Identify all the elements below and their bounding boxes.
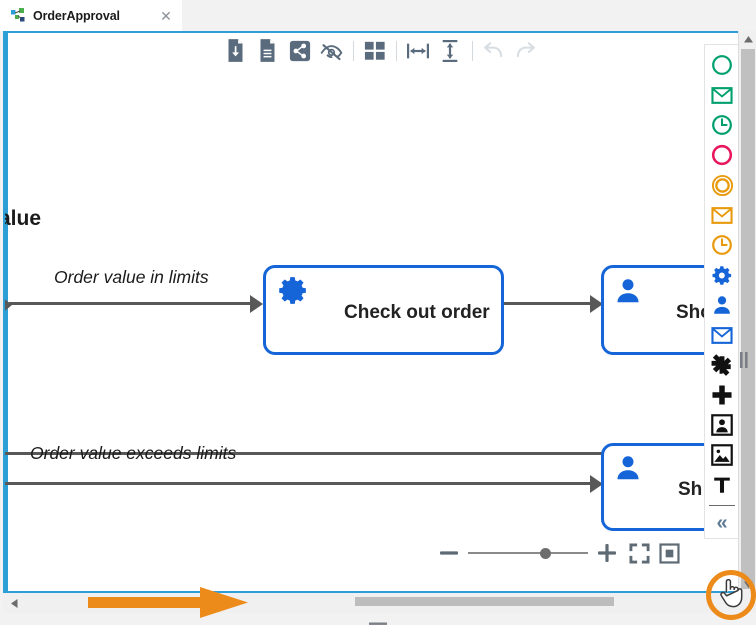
diagram-toolbar xyxy=(209,33,552,70)
flow-label-order-value-exceeds-limits: Order value exceeds limits xyxy=(30,443,237,463)
scroll-up-arrow-icon[interactable] xyxy=(739,31,756,48)
lane-title: alue xyxy=(5,207,42,230)
task-check-out-order[interactable]: Check out order xyxy=(263,265,504,355)
task-label-check-out-order: Check out order xyxy=(344,302,490,323)
center-diagram-button[interactable] xyxy=(656,541,682,565)
toolbar-separator xyxy=(353,40,354,61)
undo-icon[interactable] xyxy=(478,33,510,68)
service-task-gear-icon xyxy=(277,274,310,312)
exclusive-gateway-icon[interactable] xyxy=(704,380,740,410)
connector-to-check-out-order[interactable] xyxy=(9,302,256,305)
user-task-person-icon xyxy=(613,276,643,311)
message-end-event-icon[interactable] xyxy=(704,200,740,230)
connector-arrowhead xyxy=(590,295,603,313)
text-annotation-icon[interactable] xyxy=(704,470,740,500)
task-label-show-top: Sho xyxy=(676,302,712,323)
flow-label-order-value-in-limits: Order value in limits xyxy=(54,267,209,287)
download-file-icon[interactable] xyxy=(219,33,251,68)
fit-to-screen-button[interactable] xyxy=(626,541,652,565)
task-label-show-bottom: Sh xyxy=(678,479,703,500)
pool-left-border xyxy=(5,33,8,591)
horizontal-scrollbar[interactable] xyxy=(3,593,756,613)
grid-layout-icon[interactable] xyxy=(359,33,391,68)
toolbar-separator xyxy=(471,40,473,61)
message-task-icon[interactable] xyxy=(704,320,740,350)
scroll-left-arrow-icon[interactable] xyxy=(7,596,21,610)
distribute-vertical-icon[interactable] xyxy=(434,33,466,68)
user-task-person-icon xyxy=(613,453,643,488)
tab-title: OrderApproval xyxy=(33,8,120,23)
connector-to-show-bottom[interactable] xyxy=(5,482,596,485)
redo-icon[interactable] xyxy=(510,33,542,68)
end-event-icon[interactable] xyxy=(704,170,740,200)
connector-to-show-top[interactable] xyxy=(504,302,596,305)
horizontal-scroll-grip[interactable] xyxy=(369,617,387,625)
zoom-in-button[interactable] xyxy=(594,541,620,565)
shape-palette: « xyxy=(704,44,740,539)
double-chevron-left-icon: « xyxy=(716,512,728,534)
connector-arrowhead xyxy=(250,295,263,313)
timer-event-icon[interactable] xyxy=(704,230,740,260)
horizontal-scroll-thumb[interactable] xyxy=(355,597,614,606)
parallel-gateway-icon[interactable] xyxy=(704,350,740,380)
close-icon[interactable]: ✕ xyxy=(160,7,172,24)
timer-start-event-icon[interactable] xyxy=(704,110,740,140)
zoom-out-button[interactable] xyxy=(436,541,462,565)
lane-divider xyxy=(5,452,740,455)
share-icon[interactable] xyxy=(284,33,316,68)
palette-separator xyxy=(709,505,735,506)
pool-icon[interactable] xyxy=(704,410,740,440)
message-start-event-icon[interactable] xyxy=(704,80,740,110)
scroll-down-arrow-icon[interactable] xyxy=(739,576,756,593)
tab-bar: OrderApproval ✕ xyxy=(0,0,756,31)
service-task-icon[interactable] xyxy=(704,260,740,290)
collapse-palette-button[interactable]: « xyxy=(704,508,740,538)
image-icon[interactable] xyxy=(704,440,740,470)
document-icon[interactable] xyxy=(251,33,283,68)
zoom-slider[interactable] xyxy=(468,541,588,565)
zoom-slider-handle[interactable] xyxy=(540,548,551,559)
error-end-event-icon[interactable] xyxy=(704,140,740,170)
incoming-gateway-arrow-icon xyxy=(5,299,12,311)
diagram-canvas[interactable]: alue Order value in limits Check out ord… xyxy=(5,33,740,591)
zoom-controls xyxy=(436,541,706,565)
connector-arrowhead xyxy=(590,475,603,493)
tab-order-approval[interactable]: OrderApproval ✕ xyxy=(0,0,182,31)
process-graph-icon xyxy=(11,8,26,23)
eye-slash-icon[interactable] xyxy=(316,33,348,68)
vertical-scroll-grip[interactable] xyxy=(739,352,749,368)
diagram-editor-frame: alue Order value in limits Check out ord… xyxy=(3,31,742,593)
user-task-icon[interactable] xyxy=(704,290,740,320)
vertical-scrollbar[interactable] xyxy=(738,31,756,593)
zoom-slider-track xyxy=(468,552,588,554)
start-event-icon[interactable] xyxy=(704,50,740,80)
toolbar-separator xyxy=(396,40,398,61)
distribute-horizontal-icon[interactable] xyxy=(402,33,434,68)
vertical-scroll-thumb[interactable] xyxy=(741,49,755,589)
